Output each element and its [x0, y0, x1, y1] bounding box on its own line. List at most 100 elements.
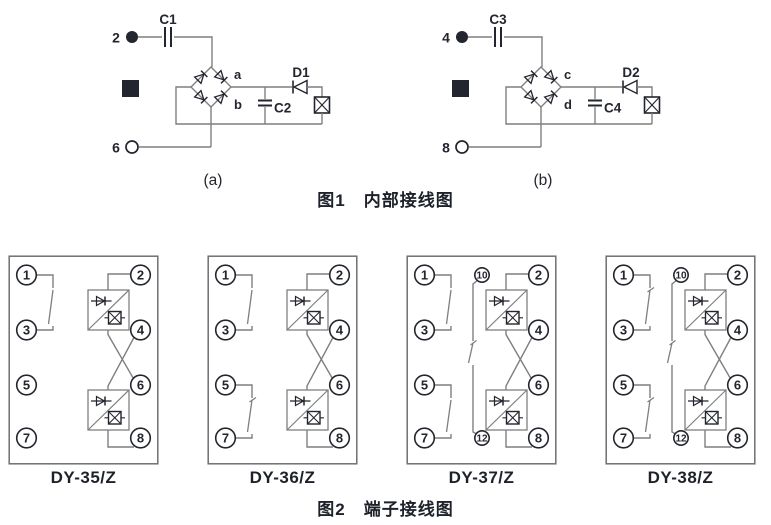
diode-icon: [193, 89, 208, 104]
coil-x: [108, 311, 122, 325]
bridge-node-label: a: [234, 67, 242, 82]
model-name-label: DY-36/Z: [249, 468, 316, 487]
module-diagonal: [684, 389, 727, 431]
bottom-rail: [175, 86, 322, 125]
terminal-circle: [129, 264, 152, 286]
contact-blade: [445, 289, 452, 325]
diode-icon: [543, 69, 558, 84]
coil-wire: [307, 86, 323, 97]
terminal-number: 10: [476, 271, 488, 282]
terminal-circle: [214, 374, 237, 396]
terminal-number: 7: [222, 431, 229, 446]
terminal-circle: [328, 374, 351, 396]
terminal-circle: [527, 319, 550, 341]
module-diagonal: [87, 289, 130, 331]
terminal-number: 5: [421, 378, 428, 393]
diode-bar: [220, 90, 228, 98]
cross-wire: [704, 330, 732, 380]
module-bottom-wire: [704, 430, 731, 448]
contact-blade: [644, 289, 651, 325]
box-frame: [8, 255, 159, 465]
terminal-circle: [527, 427, 550, 449]
terminal-number: 4: [734, 323, 742, 338]
terminal-number: 2: [336, 268, 343, 283]
box-frame: [406, 255, 557, 465]
contact-stub: [633, 384, 651, 398]
module-bottom-wire: [107, 430, 134, 448]
mid-contact-stub: [472, 279, 479, 341]
module-top-wire: [704, 273, 728, 290]
bridge-rectifier: [190, 66, 232, 108]
contact-stub: [434, 434, 452, 439]
diode-icon: [193, 70, 208, 85]
terminal-circle: [413, 264, 436, 286]
terminal-number: 8: [137, 431, 144, 446]
terminal-number: 5: [620, 378, 627, 393]
contact-stub: [235, 274, 253, 288]
terminal-circle: [214, 427, 237, 449]
figure2-caption: 图2 端子接线图: [317, 500, 454, 519]
diode-bar: [200, 96, 208, 104]
terminal-number: 4: [442, 30, 450, 46]
diode-icon: [692, 395, 703, 407]
diode-triangle: [523, 73, 535, 85]
model-name-label: DY-37/Z: [448, 468, 515, 487]
terminal-number: 12: [476, 434, 488, 445]
diode-icon: [292, 79, 308, 95]
terminal-circle: [413, 374, 436, 396]
diode-label: D2: [622, 65, 639, 80]
terminal-number: 3: [421, 323, 428, 338]
diode-icon: [523, 70, 538, 85]
module-diagonal: [485, 289, 528, 331]
contact-stub: [633, 326, 651, 331]
terminal-number: 2: [535, 268, 542, 283]
terminal-number: 7: [620, 431, 627, 446]
cross-wire: [107, 330, 135, 380]
terminal-number: 1: [421, 268, 428, 283]
terminal-circle: [726, 427, 749, 449]
model-name-label: DY-38/Z: [647, 468, 714, 487]
diode-icon: [95, 395, 106, 407]
terminal-number: 1: [23, 268, 30, 283]
mid-contact-stub: [671, 365, 677, 436]
terminal-circle: [726, 374, 749, 396]
terminal-circle: [612, 374, 635, 396]
coil-wire: [637, 86, 653, 97]
contact-tick: [647, 396, 655, 403]
module-diagonal: [485, 389, 528, 431]
coil-x: [307, 411, 321, 425]
contact-stub: [36, 274, 54, 288]
terminal-number: 4: [535, 323, 543, 338]
diode-triangle: [523, 89, 535, 101]
contact-tick: [669, 339, 676, 346]
contact-stub: [235, 326, 253, 331]
cross-wire: [107, 336, 136, 390]
black-square-marker: [452, 80, 469, 97]
terminal-circle: [328, 264, 351, 286]
terminal-number: 6: [336, 378, 343, 393]
coil-x: [506, 311, 520, 325]
box-frame: [207, 255, 358, 465]
diode-icon: [523, 89, 538, 104]
cross-wire: [306, 336, 335, 390]
diode-triangle: [543, 69, 555, 81]
contact-stub: [434, 274, 452, 288]
contact-blade: [644, 399, 651, 433]
module-top-wire: [505, 273, 529, 290]
cross-wire: [306, 330, 334, 380]
coil-x: [705, 411, 719, 425]
terminal-circle: [15, 264, 38, 286]
contact-tick: [647, 286, 655, 293]
terminal-circle: [726, 319, 749, 341]
filter-cap-label: C2: [274, 101, 291, 116]
module-bottom-wire: [505, 430, 532, 448]
terminal-number: 4: [137, 323, 145, 338]
terminal-circle: [474, 267, 491, 283]
model-name-label: DY-35/Z: [50, 468, 117, 487]
diode-icon: [493, 395, 504, 407]
terminal-number: 1: [222, 268, 229, 283]
contact-stub: [434, 384, 452, 398]
